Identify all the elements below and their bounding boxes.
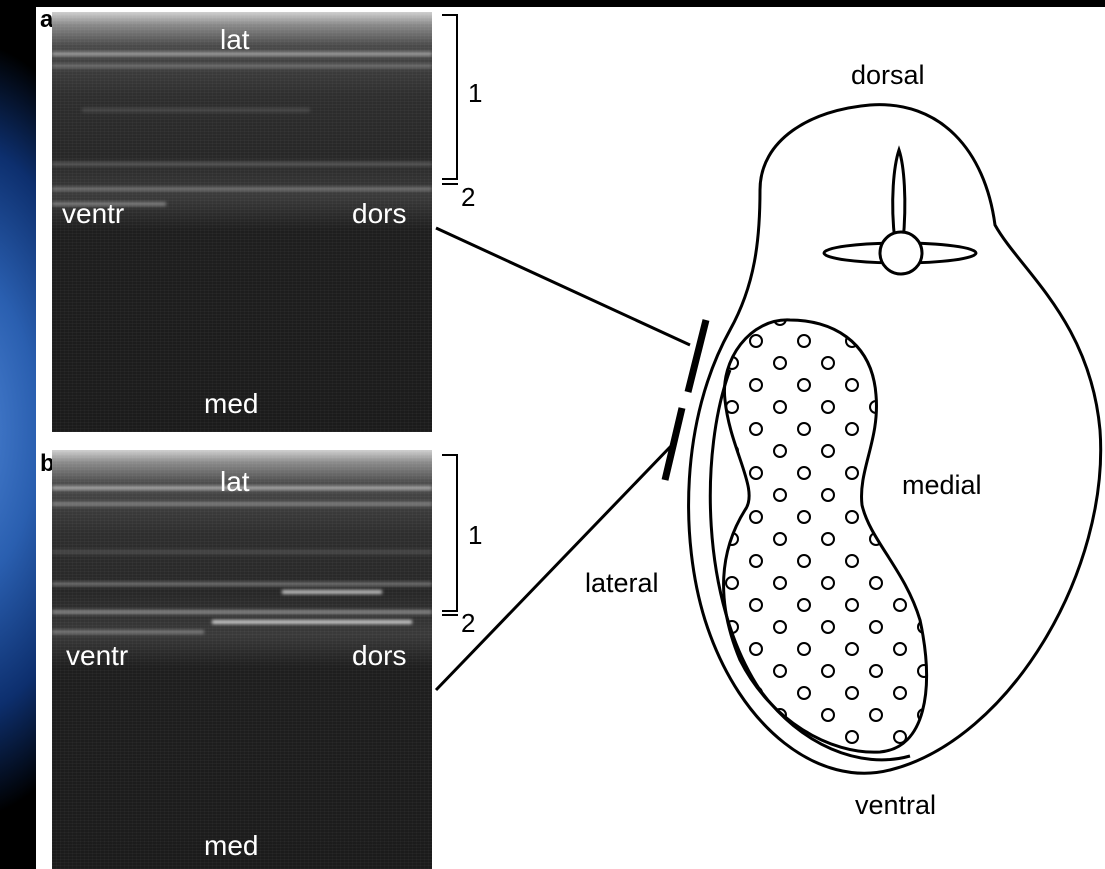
label-dorsal: dorsal xyxy=(851,62,925,89)
vertebral-body-icon xyxy=(880,232,922,274)
probe-marker-a xyxy=(688,320,706,392)
probe-line-a xyxy=(436,228,690,345)
probe-marker-b xyxy=(665,408,682,480)
dotted-organ xyxy=(724,320,927,752)
label-medial: medial xyxy=(902,472,982,499)
label-lateral: lateral xyxy=(585,570,659,597)
spinal-process-icon xyxy=(893,150,905,242)
label-ventral: ventral xyxy=(855,792,936,819)
